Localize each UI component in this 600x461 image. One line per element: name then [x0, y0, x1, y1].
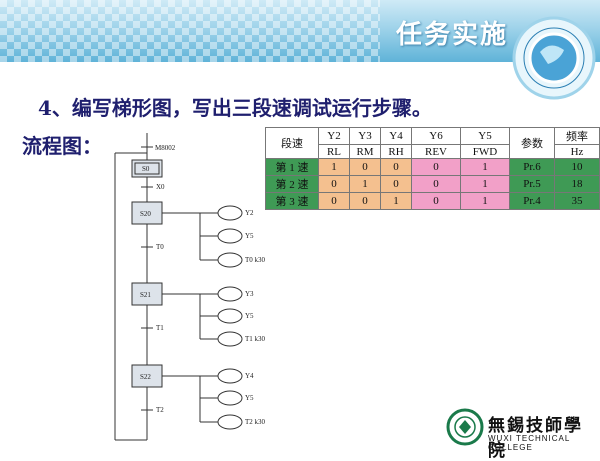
table-header-rl: RL	[318, 144, 350, 159]
speed-table: 段速 Y2 Y3 Y4 Y6 Y5 参数 频率 RL RM RH REV FWD…	[265, 127, 600, 210]
transition-t2: T2	[156, 406, 164, 414]
table-header-freq: 频率	[554, 127, 600, 145]
s22-output-1: Y4	[245, 372, 254, 380]
table-row: 第 3 速 0 0 1 0 1 Pr.4 35	[265, 192, 600, 210]
table-header-rev: REV	[411, 144, 461, 159]
college-logo	[446, 408, 484, 446]
table-row: 第 1 速 1 0 0 0 1 Pr.6 10	[265, 158, 600, 176]
table-header-speed: 段速	[265, 127, 319, 159]
s20-output-3: T0 k30	[245, 256, 266, 264]
init-condition: M8002	[155, 144, 176, 152]
transition-x0: X0	[156, 183, 165, 191]
s21-output-2: Y5	[245, 312, 254, 320]
step-s22: S22 Y4 Y5 T2 k30 T2	[131, 364, 266, 440]
s22-output-3: T2 k30	[245, 418, 266, 426]
step-s20-label: S20	[140, 210, 151, 218]
step-s20: S20 Y2 Y5 T0 k30 T0	[131, 201, 266, 283]
table-header-y3: Y3	[349, 127, 381, 145]
step-s22-label: S22	[140, 373, 151, 381]
s22-output-2: Y5	[245, 394, 254, 402]
s20-output-1: Y2	[245, 209, 254, 217]
table-header-rm: RM	[349, 144, 381, 159]
globe-emblem-icon	[512, 16, 596, 100]
page-title: 任务实施	[395, 20, 508, 50]
college-name-en: WUXI TECHNICAL COLLEGE	[488, 434, 571, 452]
header-checker-pattern	[0, 0, 380, 62]
table-header-fwd: FWD	[460, 144, 510, 159]
s20-output-2: Y5	[245, 232, 254, 240]
s21-output-1: Y3	[245, 290, 254, 298]
table-header-y6: Y6	[411, 127, 461, 145]
table-header-hz: Hz	[554, 144, 600, 159]
table-header-y5: Y5	[460, 127, 510, 145]
table-row: 第 2 速 0 1 0 0 1 Pr.5 18	[265, 175, 600, 193]
step-s0-label: S0	[142, 165, 150, 173]
step-s21-label: S21	[140, 291, 151, 299]
table-header-y4: Y4	[380, 127, 412, 145]
transition-t0: T0	[156, 243, 164, 251]
sfc-flowchart: M8002 S0 X0 S20 Y2 Y5 T0 k30 T0	[114, 133, 266, 441]
table-header-param: 参数	[509, 127, 555, 159]
task-heading: 4、编写梯形图，写出三段速调试运行步骤。	[38, 96, 432, 120]
transition-t1: T1	[156, 324, 164, 332]
step-s21: S21 Y3 Y5 T1 k30 T1	[131, 282, 266, 365]
flowchart-label: 流程图：	[22, 134, 102, 158]
table-header-y2: Y2	[318, 127, 350, 145]
table-header-rh: RH	[380, 144, 412, 159]
s21-output-3: T1 k30	[245, 335, 266, 343]
header-banner: 任务实施	[0, 0, 600, 62]
